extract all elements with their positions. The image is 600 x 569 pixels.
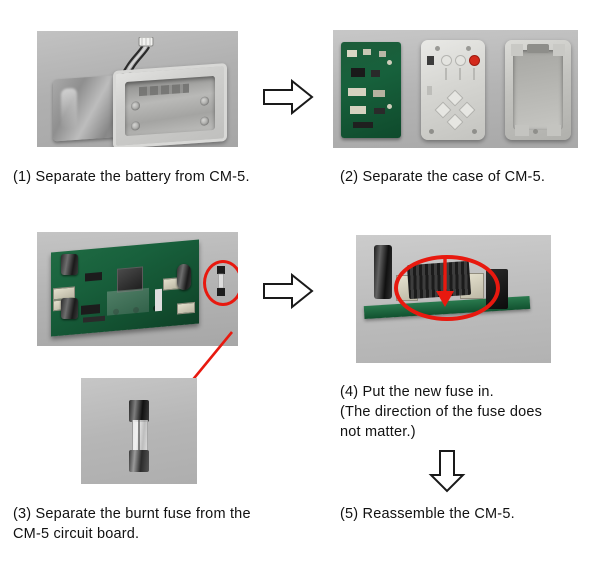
capacitor-top [61,254,78,275]
capacitor-side [374,245,392,299]
photo-case-separated [333,30,578,148]
caption-step-3: (3) Separate the burnt fuse from the CM-… [13,506,251,542]
front-case-part [421,40,485,140]
glass-fuse [129,400,149,472]
case-interior [125,75,215,137]
screw-post [200,116,209,126]
arrow-down-step4-to-step5 [428,449,466,498]
rear-case-interior [513,50,563,130]
fuse-highlight-circle [203,260,238,306]
arrow-right-step1-to-step2 [262,78,314,121]
fuse-highlight-ellipse [394,255,500,321]
fuse-cap-top [129,400,149,422]
dpad-left [434,101,452,119]
key-round-red [469,55,480,66]
dpad-down [446,113,464,131]
dpad-right [458,101,476,119]
photo-circuit-board-fuse [37,232,238,346]
key-round-left [441,55,452,66]
rear-case-part [505,40,571,140]
screw-post [200,96,209,106]
photo-fuse-closeup [81,378,197,484]
arrow-down-insert-fuse [434,257,456,314]
photo-new-fuse-inserted [356,235,551,363]
display-window [427,56,434,65]
arrow-right-step3-to-step4 [262,272,314,315]
screw-post [131,121,140,131]
fuse-element-wire [138,420,140,454]
photo-battery-and-case [37,31,238,147]
battery-highlight [61,87,77,129]
fuse-cap-bottom [129,450,149,472]
caption-step-1: (1) Separate the battery from CM-5. [13,169,250,185]
case-shell [113,63,227,147]
fuse-glass-body [132,420,148,454]
key-round-mid [455,55,466,66]
case-ribs [139,83,189,97]
screw-post [131,101,140,111]
caption-step-4: (4) Put the new fuse in. (The direction … [340,384,543,440]
circuit-board-part [341,42,401,138]
fuse-on-board [216,266,225,296]
caption-step-5: (5) Reassemble the CM-5. [340,506,515,522]
dpad-up [446,89,464,107]
capacitor-right [177,264,191,290]
caption-step-2: (2) Separate the case of CM-5. [340,169,546,185]
capacitor-bottom [61,298,78,319]
